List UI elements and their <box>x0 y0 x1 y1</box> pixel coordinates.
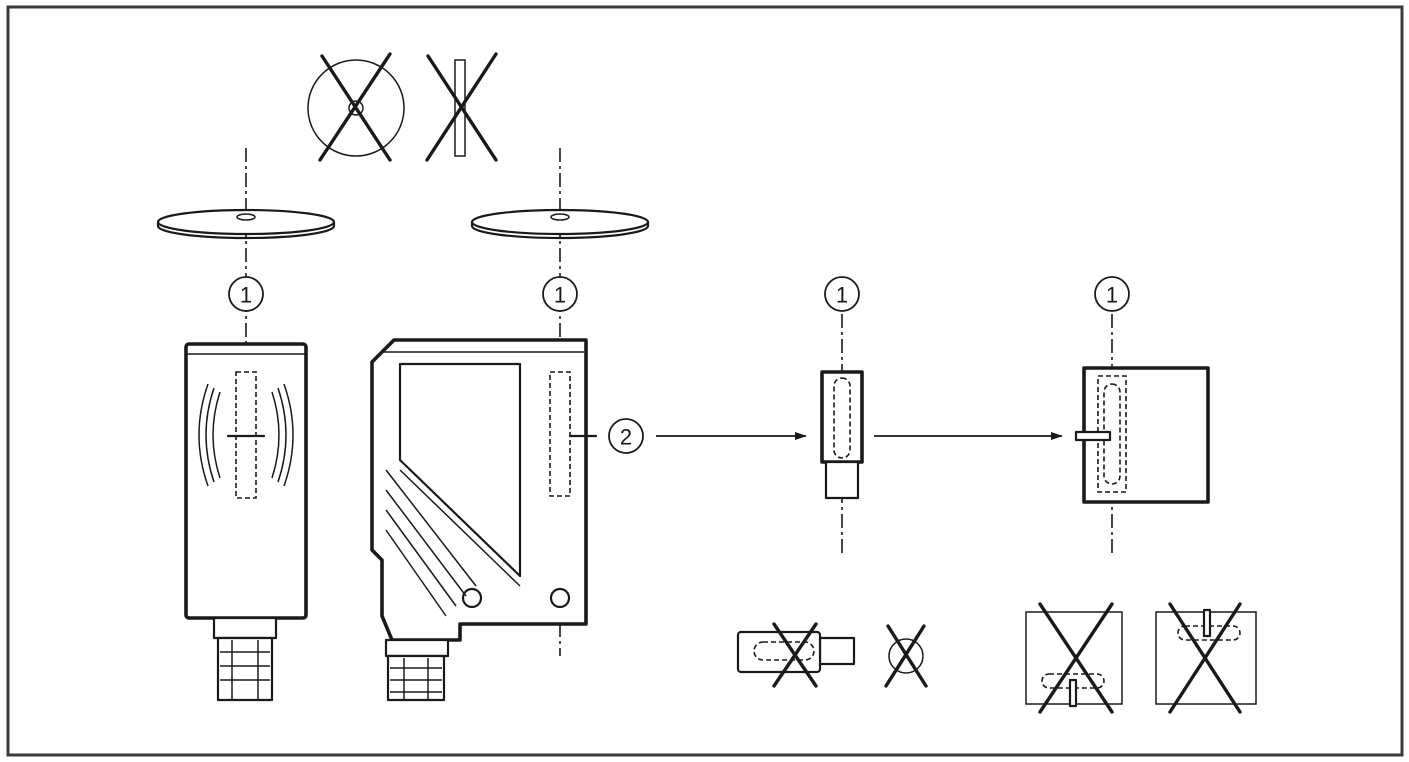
callout-1-middle: 1 <box>542 276 578 312</box>
callout-1-left-label: 1 <box>240 283 252 308</box>
callout-1-mount-detail: 1 <box>1094 276 1130 312</box>
forbidden-round-target-icon <box>307 52 405 162</box>
forbidden-horizontal-slot-icon <box>736 622 856 688</box>
callout-1-mount-label: 1 <box>1106 283 1118 308</box>
diagram-frame <box>6 5 1404 757</box>
forbidden-edge-target-icon <box>425 52 498 162</box>
mount-detail <box>1074 314 1210 556</box>
callout-1-left: 1 <box>228 276 264 312</box>
target-disc-left <box>156 208 336 240</box>
target-disc-middle <box>470 208 650 240</box>
callout-1-slot-label: 1 <box>836 283 848 308</box>
callout-1-slot-detail: 1 <box>824 276 860 312</box>
forbidden-mount-top-icon <box>1155 602 1257 714</box>
callout-2-label: 2 <box>620 425 632 450</box>
slot-detail <box>820 314 864 556</box>
left-sensor <box>156 148 336 702</box>
forbidden-end-view-icon <box>884 624 928 688</box>
middle-sensor <box>370 148 650 702</box>
callout-2: 2 <box>608 418 644 454</box>
forbidden-mount-bottom-icon <box>1025 602 1123 714</box>
callout-1-middle-label: 1 <box>554 283 566 308</box>
